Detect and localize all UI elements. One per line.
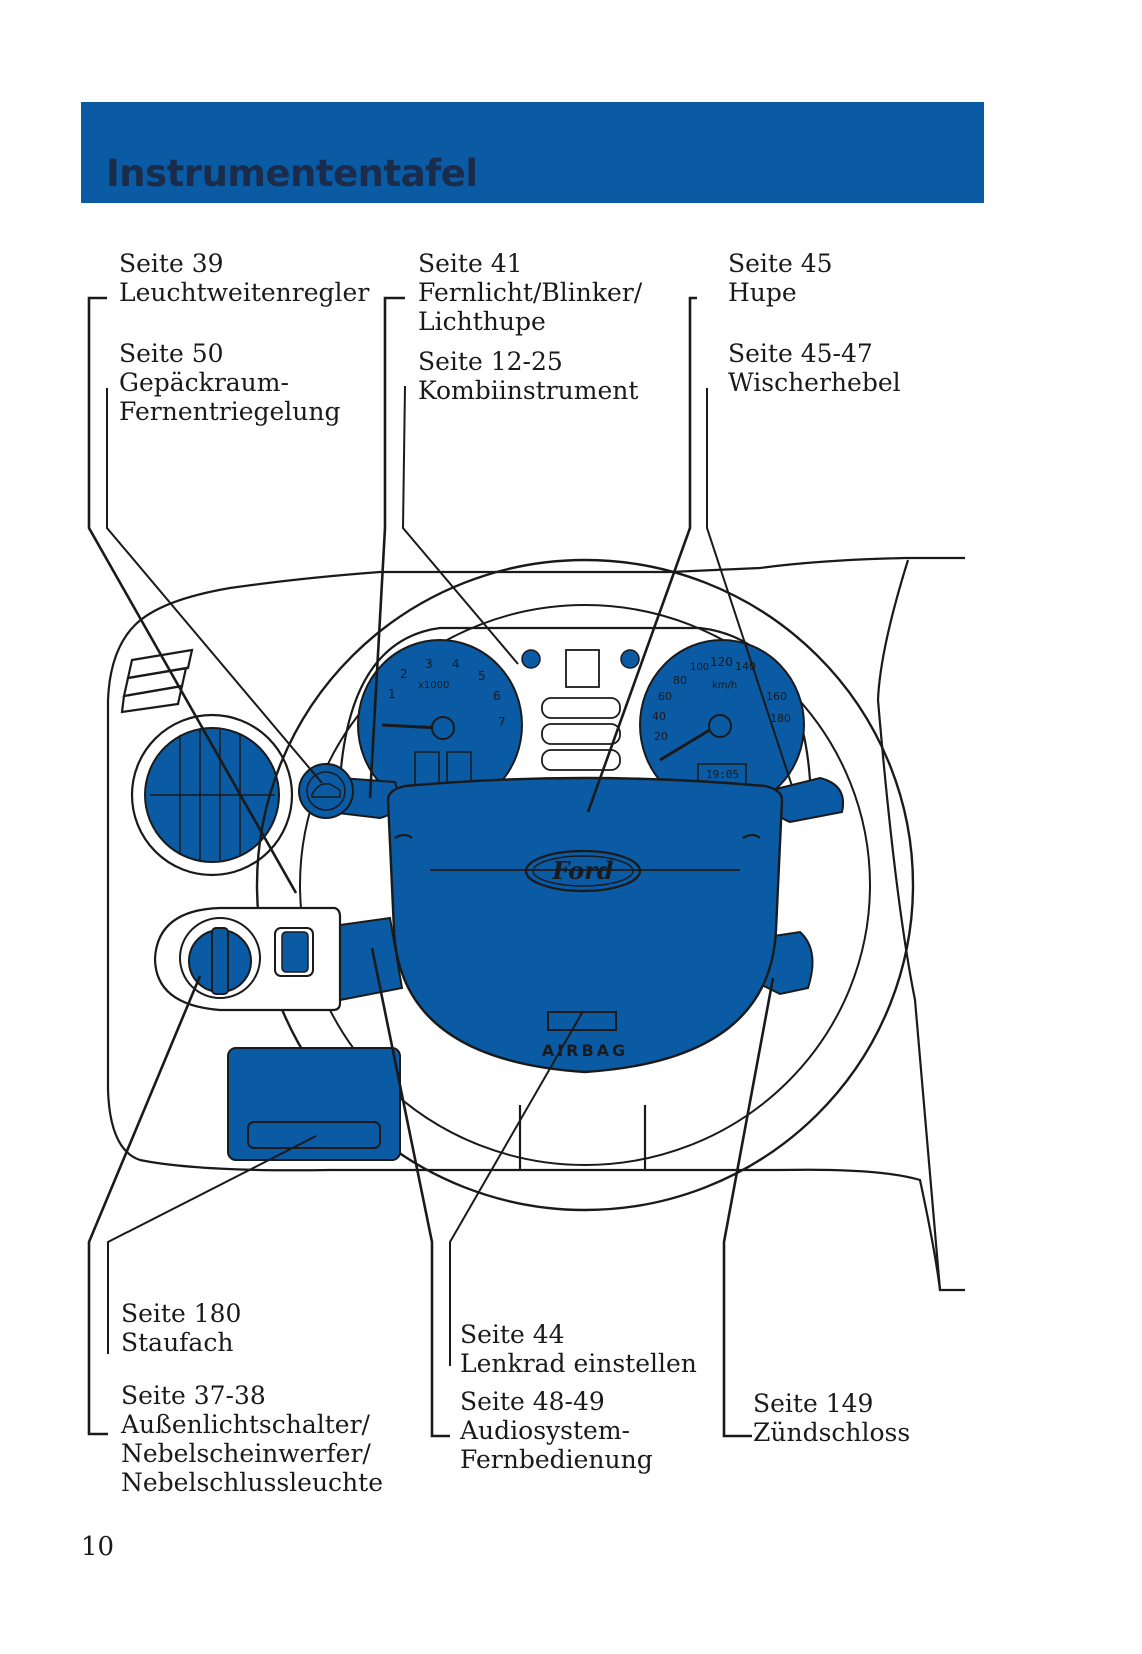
dashboard-right-edge bbox=[876, 559, 942, 1291]
light-switch-panel bbox=[153, 906, 342, 1012]
callout-page: Seite 45-47 bbox=[728, 339, 873, 368]
callout-audiosystem: Seite 48-49 Audiosystem- Fernbedienung bbox=[460, 1387, 653, 1474]
vent-grille-icon bbox=[120, 648, 194, 714]
rpm-tick-label: 3 bbox=[425, 657, 433, 671]
header-band: Instrumententafel bbox=[81, 102, 984, 203]
instrument-cluster: x1000 1 2 3 4 5 6 7 km/h 20 40 60 80 100… bbox=[338, 626, 812, 811]
callout-hupe: Seite 45 Hupe bbox=[728, 249, 833, 307]
callout-page: Seite 180 bbox=[121, 1299, 242, 1328]
steering-wheel bbox=[255, 558, 915, 1212]
callout-label: Fernentriegelung bbox=[119, 397, 341, 426]
callout-label: Wischerhebel bbox=[728, 368, 901, 397]
callout-label: Zündschloss bbox=[753, 1418, 911, 1447]
audio-remote bbox=[339, 916, 404, 1002]
callout-label: Leuchtweitenregler bbox=[119, 278, 370, 307]
callout-page: Seite 45 bbox=[728, 249, 833, 278]
air-vent-icon bbox=[130, 713, 294, 877]
callout-zuendschloss: Seite 149 Zündschloss bbox=[753, 1389, 910, 1447]
luggage-release-button bbox=[298, 763, 354, 819]
speed-tick-label: 80 bbox=[673, 674, 687, 687]
rpm-tick-label: 2 bbox=[400, 667, 408, 681]
callout-label: Staufach bbox=[121, 1328, 234, 1357]
callout-label: Außenlichtschalter/ bbox=[121, 1410, 370, 1439]
clock-display: 19:05 bbox=[706, 768, 739, 781]
callout-page: Seite 48-49 bbox=[460, 1387, 605, 1416]
page-title: Instrumententafel bbox=[106, 152, 478, 195]
speed-tick-label: 160 bbox=[766, 690, 787, 703]
rpm-tick-label: 5 bbox=[478, 669, 486, 683]
leader-lines-top bbox=[87, 296, 793, 894]
callout-label: Gepäckraum- bbox=[119, 368, 289, 397]
airbag-hub: Ford AIRBAG bbox=[386, 776, 784, 1074]
callout-label: Kombiinstrument bbox=[418, 376, 639, 405]
callout-gepaeckraum: Seite 50 Gepäckraum- Fernentriegelung bbox=[119, 339, 341, 426]
speed-tick-label: 180 bbox=[770, 712, 791, 725]
callout-page: Seite 39 bbox=[119, 249, 224, 278]
airbag-label: AIRBAG bbox=[542, 1041, 628, 1060]
callout-label: Audiosystem- bbox=[460, 1416, 630, 1445]
callout-label: Hupe bbox=[728, 278, 797, 307]
callout-wischerhebel: Seite 45-47 Wischerhebel bbox=[728, 339, 901, 397]
callout-page: Seite 41 bbox=[418, 249, 523, 278]
rpm-tick-label: 7 bbox=[498, 715, 506, 729]
storage-compartment bbox=[227, 1047, 401, 1161]
speed-tick-label: 40 bbox=[652, 710, 666, 723]
callout-kombiinstrument: Seite 12-25 Kombiinstrument bbox=[418, 347, 638, 405]
callout-label: Nebelscheinwerfer/ bbox=[121, 1439, 371, 1468]
tacho-scale-label: x1000 bbox=[418, 680, 449, 691]
dashboard-outline bbox=[106, 556, 965, 1292]
rpm-tick-label: 4 bbox=[452, 657, 460, 671]
callout-fernlicht: Seite 41 Fernlicht/Blinker/ Lichthupe bbox=[418, 249, 642, 336]
rpm-tick-label: 6 bbox=[493, 689, 501, 703]
callout-label: Fernlicht/Blinker/ bbox=[418, 278, 643, 307]
callout-page: Seite 44 bbox=[460, 1320, 565, 1349]
speed-tick-label: 120 bbox=[710, 655, 733, 669]
speed-tick-label: 20 bbox=[654, 730, 668, 743]
callout-staufach: Seite 180 Staufach bbox=[121, 1299, 241, 1357]
callout-leuchtweitenregler: Seite 39 Leuchtweitenregler bbox=[119, 249, 369, 307]
callout-label: Fernbedienung bbox=[460, 1445, 653, 1474]
callout-page: Seite 50 bbox=[119, 339, 224, 368]
speed-unit-label: km/h bbox=[712, 680, 737, 691]
ford-logo: Ford bbox=[551, 856, 613, 885]
speed-tick-label: 60 bbox=[658, 690, 672, 703]
callout-label: Nebelschlussleuchte bbox=[121, 1468, 383, 1497]
callout-label: Lenkrad einstellen bbox=[460, 1349, 697, 1378]
callout-page: Seite 12-25 bbox=[418, 347, 563, 376]
leader-lines-bottom bbox=[87, 947, 775, 1438]
rpm-tick-label: 1 bbox=[388, 687, 396, 701]
callout-aussenlicht: Seite 37-38 Außenlichtschalter/ Nebelsch… bbox=[121, 1381, 383, 1497]
callout-page: Seite 149 bbox=[753, 1389, 874, 1418]
callout-lenkrad: Seite 44 Lenkrad einstellen bbox=[460, 1320, 697, 1378]
page-number: 10 bbox=[81, 1532, 115, 1562]
callout-label: Lichthupe bbox=[418, 307, 546, 336]
callout-page: Seite 37-38 bbox=[121, 1381, 266, 1410]
speed-tick-label: 100 bbox=[690, 662, 709, 673]
